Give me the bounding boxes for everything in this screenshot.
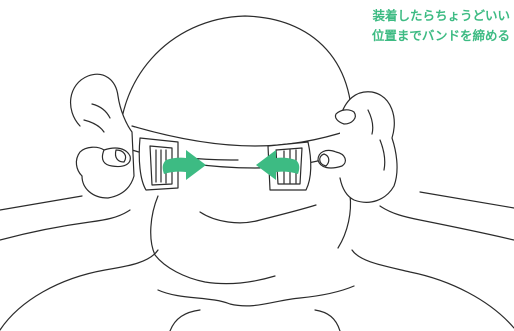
neck-inner xyxy=(199,204,317,224)
arm-left xyxy=(0,195,131,241)
shoulder-right xyxy=(351,249,514,329)
hand-right-knuckles xyxy=(367,109,386,171)
head-outline xyxy=(118,15,353,161)
strap-top xyxy=(131,125,351,147)
hand-right xyxy=(339,91,398,203)
arrow-left-icon xyxy=(256,150,300,180)
hand-left xyxy=(69,73,135,199)
hand-left-finger-1 xyxy=(75,146,105,177)
neck-right xyxy=(337,194,352,249)
collar-lower xyxy=(169,309,341,331)
hand-right-nail xyxy=(319,153,330,167)
buckle-left xyxy=(138,137,179,191)
hand-left-knuckles xyxy=(83,103,111,133)
arm-right xyxy=(379,191,514,241)
hand-right-finger xyxy=(334,109,356,125)
caption-line-2: 位置までバンドを締める xyxy=(371,28,510,43)
neck-left xyxy=(150,195,276,285)
collar xyxy=(157,285,355,307)
hand-left-nail xyxy=(114,149,127,163)
shoulder-left xyxy=(0,249,159,331)
buckle-right-slot xyxy=(275,147,303,185)
caption-line-1: 装着したらちょうどいい xyxy=(372,8,510,23)
instruction-caption: 装着したらちょうどいい 位置までバンドを締める xyxy=(310,6,510,46)
buckle-left-slot xyxy=(149,145,173,186)
arrow-right-icon xyxy=(162,150,206,180)
